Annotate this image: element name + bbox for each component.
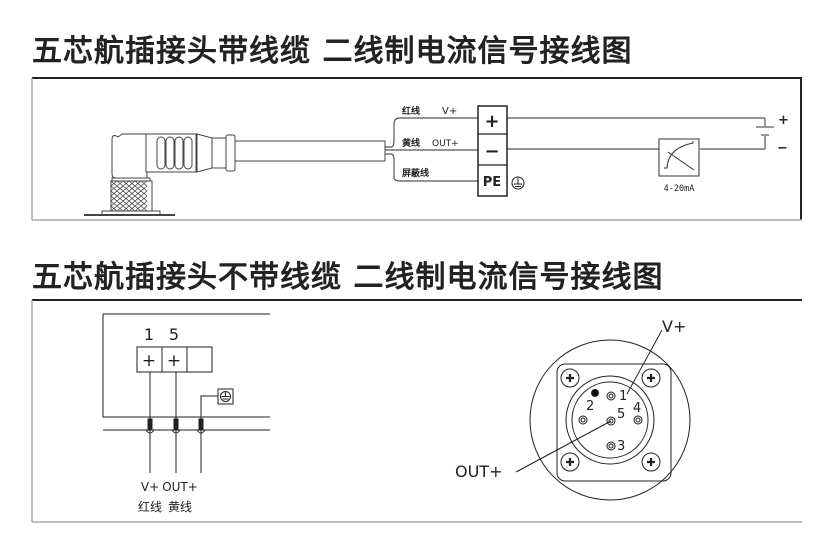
callout-vplus: V+ xyxy=(662,317,686,336)
panel1-wires xyxy=(385,117,766,182)
terminal-sign-1: + xyxy=(142,351,156,371)
device-leads xyxy=(145,372,218,473)
device-housing xyxy=(102,313,270,431)
angled-connector-icon xyxy=(84,133,386,216)
connector-face-icon xyxy=(515,329,691,501)
connector-pin-4: 4 xyxy=(633,401,641,416)
bottom-wire-yellow: 黄线 xyxy=(168,500,192,514)
wire-name-yellow: 黄线 xyxy=(402,137,420,149)
wire-name-shield: 屏蔽线 xyxy=(402,167,429,179)
pin-number-1: 1 xyxy=(144,325,154,344)
bottom-wire-red: 红线 xyxy=(138,499,162,514)
ammeter-icon xyxy=(658,138,700,177)
ground-icon xyxy=(511,176,525,190)
terminal-minus: − xyxy=(484,141,499,162)
meter-label: 4-20mA xyxy=(664,184,695,194)
shield-wire xyxy=(385,153,480,182)
supply-plus: + xyxy=(778,113,789,128)
red-wire xyxy=(385,117,480,148)
pin-number-5: 5 xyxy=(169,325,179,344)
supply-minus: − xyxy=(777,141,788,156)
callout-out: OUT+ xyxy=(455,462,502,481)
power-supply-icon xyxy=(756,126,774,136)
terminal-pe: PE xyxy=(483,175,501,190)
connector-pin-5: 5 xyxy=(617,407,625,422)
terminal-block: + − PE xyxy=(477,105,508,197)
wire-signal-out: OUT+ xyxy=(432,139,459,149)
terminal-sign-5: + xyxy=(167,351,181,371)
terminal-plus: + xyxy=(484,111,499,132)
wire-signal-vplus: V+ xyxy=(442,106,457,117)
connector-pin-1: 1 xyxy=(619,389,627,404)
connector-pin-3: 3 xyxy=(617,439,625,454)
diagram1-title: 五芯航插接头带线缆 二线制电流信号接线图 xyxy=(32,34,633,69)
wire-name-red: 红线 xyxy=(402,105,420,117)
bottom-signal-vplus: V+ xyxy=(141,480,159,494)
ground-terminal-icon xyxy=(217,388,234,405)
screw-icon xyxy=(560,368,661,472)
bottom-signal-out: OUT+ xyxy=(162,480,198,494)
connector-pin-2: 2 xyxy=(586,399,594,414)
diagram2-title: 五芯航插接头不带线缆 二线制电流信号接线图 xyxy=(32,260,664,295)
